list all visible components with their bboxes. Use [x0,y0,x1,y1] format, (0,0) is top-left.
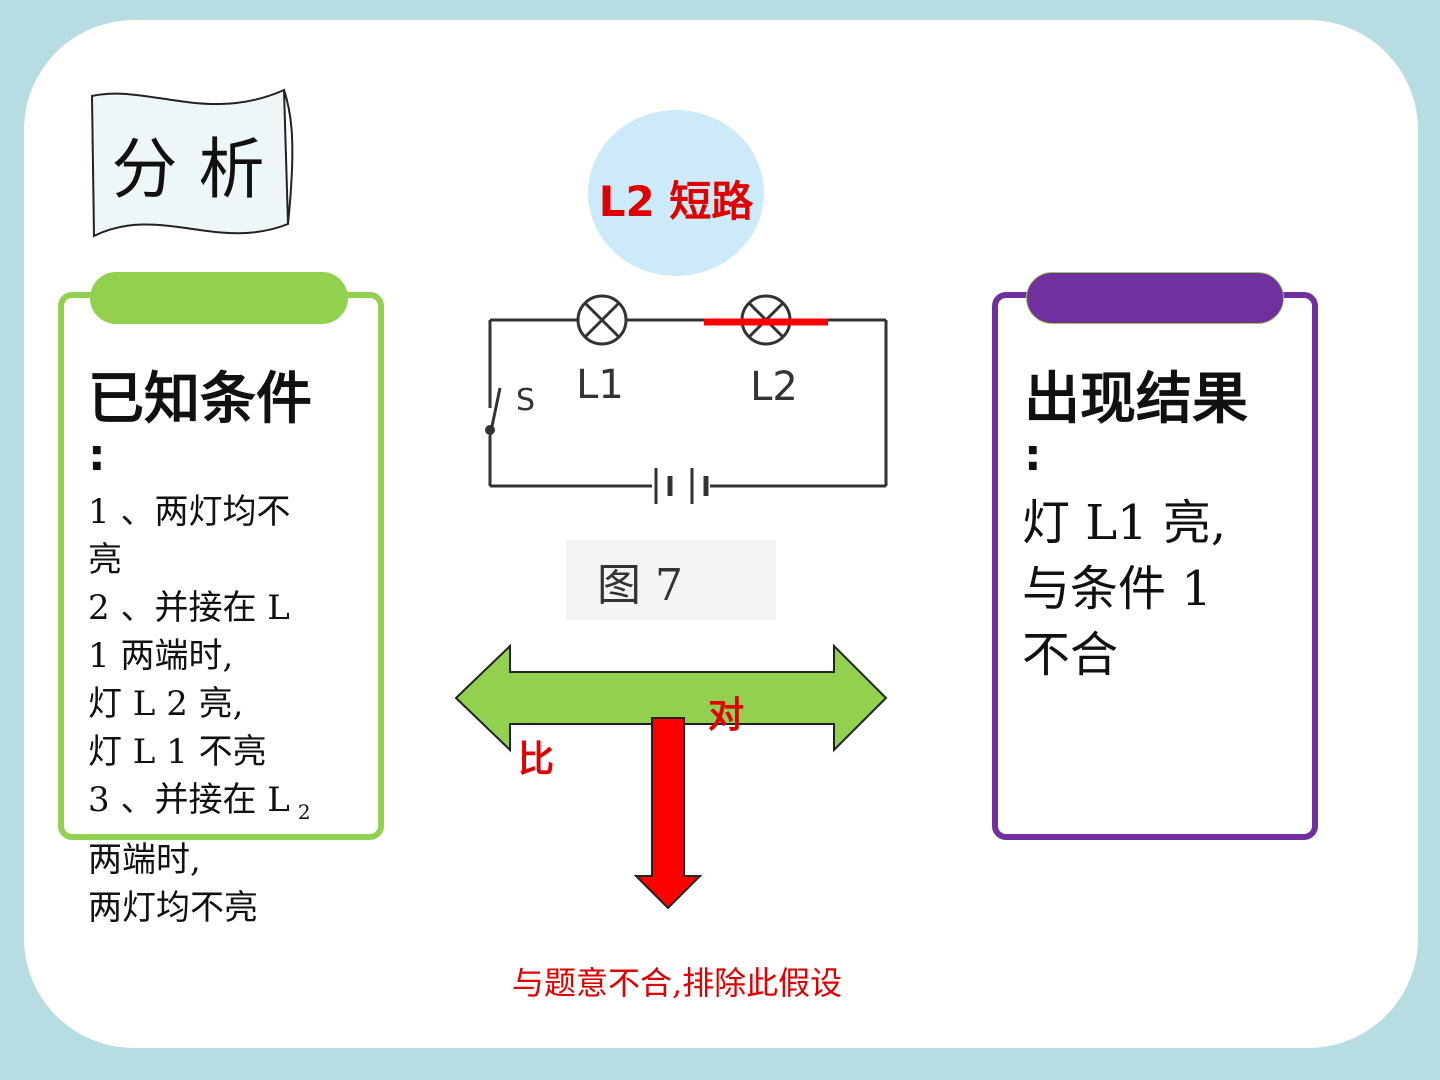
condition-line: 亮 [88,540,122,580]
lamp-l1-icon [576,294,628,346]
condition-line: 3 、并接在 L 2 [88,776,388,836]
arrow-label-left: 比 [518,739,555,780]
subscript: 2 [297,799,311,824]
arrow-label-right: 对 [708,695,745,736]
condition-text: 3 、并接在 L [88,780,290,820]
condition-line: 两灯均不亮 [88,887,258,928]
known-conditions-colon: : [88,430,106,481]
switch-pivot [485,425,495,435]
comparison-arrows [454,643,888,910]
condition-line: 1 两端时, [88,636,234,676]
analysis-banner: 分 析 [90,88,294,238]
results-body: 灯 L1 亮, 与条件 1 不合 [1022,490,1302,688]
figure-caption: 图 7 [597,560,683,611]
results-colon: : [1024,430,1042,481]
double-arrow [454,643,888,753]
battery-icon [654,468,709,504]
hypothesis-bubble [588,110,764,276]
known-conditions-list: 1 、两灯均不 亮 2 、并接在 L 1 两端时, 灯 L 2 亮, 灯 L 1… [88,488,388,932]
conclusion-text: 与题意不合,排除此假设 [512,964,843,1002]
condition-line: 1 、两灯均不 [88,492,291,532]
condition-line: 2 、并接在 L [88,588,290,628]
known-conditions-heading: 已知条件 [88,367,312,432]
circuit-diagram: L1 L2 S 图 7 [470,278,910,628]
known-conditions-card [58,292,384,840]
analysis-label: 分 析 [112,131,265,208]
lamp-l2-label: L2 [750,364,798,410]
result-line: 不合 [1022,627,1119,683]
results-heading: 出现结果 [1024,367,1248,432]
down-arrow [633,717,703,910]
condition-line: 两端时, [88,839,201,880]
hypothesis-text: L2 短路 [598,177,754,226]
lamp-l1-label: L1 [576,362,624,408]
result-line: 与条件 1 [1022,561,1212,617]
circuit-wires [488,318,888,488]
switch-label: S [516,383,535,418]
caption-backdrop [566,540,776,620]
condition-line: 灯 L 2 亮, [88,684,244,724]
results-tab [1026,272,1284,324]
known-conditions-tab [90,272,348,324]
result-line: 灯 L1 亮, [1022,495,1227,551]
condition-line: 灯 L 1 不亮 [88,732,267,772]
